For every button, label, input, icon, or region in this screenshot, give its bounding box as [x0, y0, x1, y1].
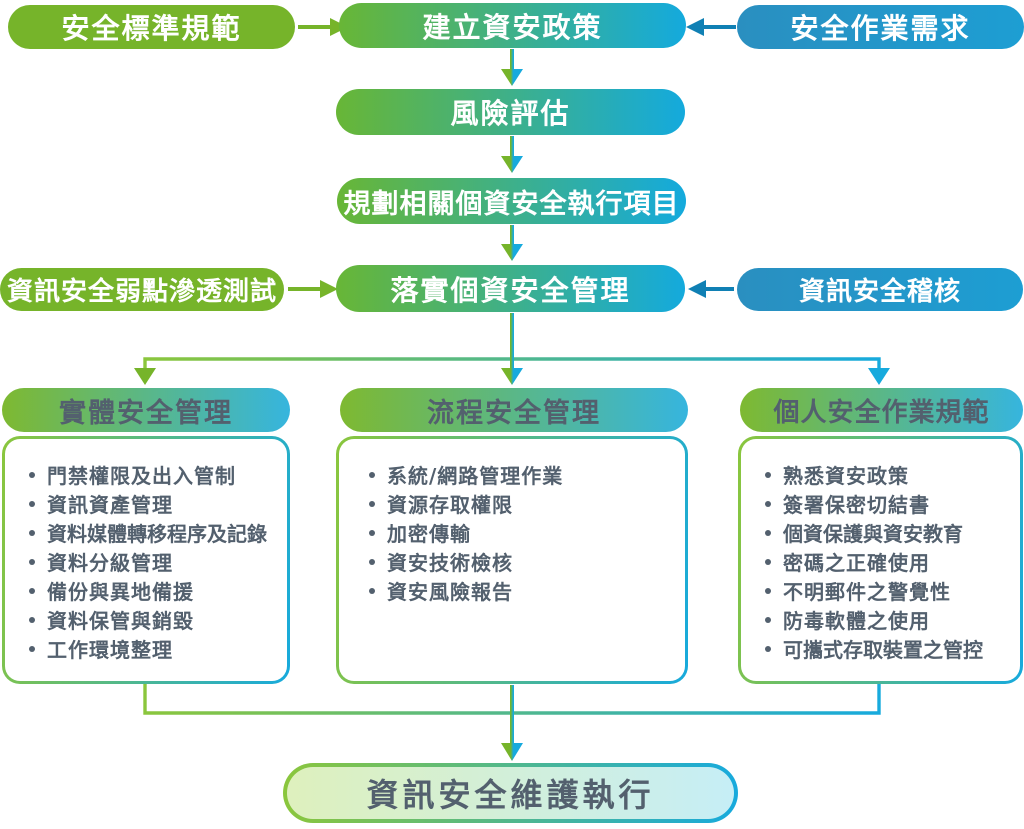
bullet-icon [765, 471, 771, 478]
list-item: 防毒軟體之使用 [765, 605, 1012, 634]
list-item-label: 資安風險報告 [387, 580, 513, 604]
bullet-icon [765, 616, 771, 623]
bullet-icon [765, 500, 771, 507]
list-item-label: 門禁權限及出入管制 [47, 464, 236, 488]
list-item: 資料媒體轉移程序及記錄 [29, 518, 279, 547]
list-item-label: 資料媒體轉移程序及記錄 [47, 522, 267, 546]
list-item-label: 資訊資產管理 [47, 493, 173, 517]
list-item: 備份與異地備援 [29, 576, 279, 605]
node-security-audit: 資訊安全稽核 [737, 268, 1023, 311]
node-establish-policy: 建立資安政策 [339, 3, 686, 48]
arrow-audit-to-implement [688, 280, 734, 298]
list-item: 加密傳輸 [369, 518, 677, 547]
list-box-physical-security: 門禁權限及出入管制 資訊資產管理 資料媒體轉移程序及記錄 資料分級管理 備份與異… [2, 436, 290, 684]
list-item: 熟悉資安政策 [765, 460, 1012, 489]
list-item: 密碼之正確使用 [765, 547, 1012, 576]
list-item: 資源存取權限 [369, 489, 677, 518]
list-item-label: 密碼之正確使用 [783, 551, 930, 575]
bullet-icon [29, 587, 35, 594]
list-item: 簽署保密切結書 [765, 489, 1012, 518]
list-item: 資訊資產管理 [29, 489, 279, 518]
column-header-process-security: 流程安全管理 [340, 388, 688, 432]
list-item: 不明郵件之警覺性 [765, 576, 1012, 605]
bullet-icon [369, 500, 375, 507]
node-risk-assessment: 風險評估 [336, 89, 685, 135]
list-item: 系統/網路管理作業 [369, 460, 677, 489]
bullet-icon [29, 500, 35, 507]
node-implement-management: 落實個資安全管理 [336, 265, 685, 312]
branch-columns-to-final [143, 683, 881, 761]
list-item: 資料保管與銷毀 [29, 605, 279, 634]
list-item-label: 資安技術檢核 [387, 551, 513, 575]
list-item: 資料分級管理 [29, 547, 279, 576]
arrow-needs-to-policy [686, 18, 736, 36]
list-item: 資安風險報告 [369, 576, 677, 605]
bullet-icon [29, 616, 35, 623]
arrow-risk-to-plan [501, 136, 523, 173]
column-header-personal-security: 個人安全作業規範 [740, 388, 1023, 432]
arrow-policy-to-risk [501, 49, 523, 86]
node-operation-needs: 安全作業需求 [737, 5, 1024, 49]
bullet-icon [765, 645, 771, 652]
arrow-pentest-to-implement [288, 280, 338, 298]
node-final-execution: 資訊安全維護執行 [283, 763, 738, 823]
bullet-icon [369, 558, 375, 565]
list-item-label: 備份與異地備援 [47, 580, 194, 604]
list-item-label: 系統/網路管理作業 [387, 464, 564, 488]
list-item-label: 可攜式存取裝置之管控 [783, 638, 983, 662]
bullet-icon [765, 587, 771, 594]
list-item: 可攜式存取裝置之管控 [765, 634, 1012, 663]
node-security-standards: 安全標準規範 [8, 5, 295, 49]
bullet-icon [765, 558, 771, 565]
list-item-label: 工作環境整理 [47, 638, 173, 662]
list-item-label: 熟悉資安政策 [783, 464, 909, 488]
list-item-label: 加密傳輸 [387, 522, 471, 546]
list-item-label: 防毒軟體之使用 [783, 609, 930, 633]
list-item-label: 資料保管與銷毀 [47, 609, 194, 633]
list-item: 工作環境整理 [29, 634, 279, 663]
list-item-label: 簽署保密切結書 [783, 493, 930, 517]
node-plan-items: 規劃相關個資安全執行項目 [337, 178, 686, 224]
bullet-icon [29, 558, 35, 565]
node-penetration-test: 資訊安全弱點滲透測試 [0, 268, 284, 311]
bullet-icon [369, 587, 375, 594]
bullet-icon [369, 471, 375, 478]
list-box-personal-security: 熟悉資安政策 簽署保密切結書 個資保護與資安教育 密碼之正確使用 不明郵件之警覺… [738, 436, 1023, 684]
column-header-physical-security: 實體安全管理 [2, 388, 290, 432]
list-item-label: 資料分級管理 [47, 551, 173, 575]
list-item-label: 不明郵件之警覺性 [783, 580, 951, 604]
branch-implement-to-columns [134, 313, 890, 385]
list-item-label: 資源存取權限 [387, 493, 513, 517]
list-item: 門禁權限及出入管制 [29, 460, 279, 489]
list-item-label: 個資保護與資安教育 [783, 522, 963, 546]
list-item: 資安技術檢核 [369, 547, 677, 576]
bullet-icon [29, 529, 35, 536]
bullet-icon [29, 471, 35, 478]
list-item: 個資保護與資安教育 [765, 518, 1012, 547]
list-box-process-security: 系統/網路管理作業 資源存取權限 加密傳輸 資安技術檢核 資安風險報告 [336, 436, 688, 684]
arrow-plan-to-implement [501, 225, 523, 261]
bullet-icon [765, 529, 771, 536]
bullet-icon [29, 645, 35, 652]
bullet-icon [369, 529, 375, 536]
